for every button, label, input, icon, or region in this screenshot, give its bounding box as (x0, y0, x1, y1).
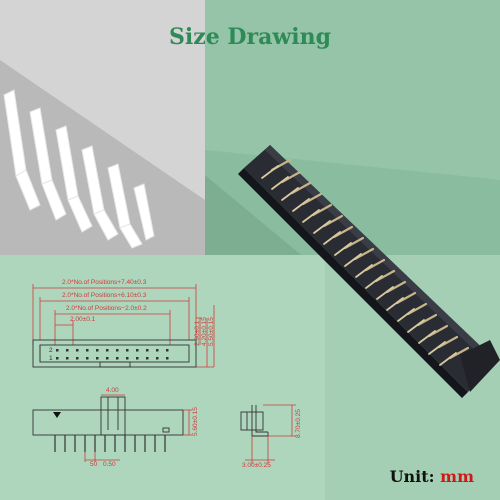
unit-label: Unit: mm (390, 467, 474, 486)
side-view-dims (84, 394, 192, 462)
front-view-body (32, 339, 197, 368)
dim-side-height-label: 5.60±0.15 (192, 407, 199, 436)
row-label-2: 2 (49, 347, 53, 354)
dim-height-a-label: 2.90±0.1 (194, 320, 201, 346)
drawing-panel (0, 255, 325, 500)
front-view-pins (56, 349, 169, 360)
dim-pitch-label: 2.00±0.1 (70, 316, 96, 323)
page-title: Size Drawing (169, 24, 331, 50)
dim-pin-small-label: 50 (90, 461, 98, 468)
unit-value: mm (440, 467, 474, 486)
pin1-marker-icon (53, 412, 61, 418)
connector-photo (238, 145, 500, 398)
dim-key-width-label: 4.00 (106, 387, 119, 394)
dim-total-label: 2.0*No.of Positions+7.40±0.3 (62, 279, 147, 286)
dim-end-offset-label: 3.00±0.25 (242, 462, 271, 469)
unit-prefix: Unit: (389, 467, 435, 486)
end-view-dims (245, 404, 296, 464)
dim-height-b-label: 4.20±0.15 (201, 317, 208, 346)
dim-height-c-label: 5.50±0.15 (208, 317, 215, 346)
dim-inner-label: 2.0*No.of Positions+6.10±0.3 (62, 292, 147, 299)
front-view-drawing (32, 284, 215, 368)
dim-pin-label: 0.50 (103, 461, 116, 468)
dim-end-length-label: 8.70±0.25 (295, 409, 302, 438)
side-view-drawing (32, 396, 184, 452)
dim-pitch-span-label: 2.0*No.of Positions−2.0±0.2 (66, 305, 147, 312)
row-label-1: 1 (49, 355, 53, 362)
